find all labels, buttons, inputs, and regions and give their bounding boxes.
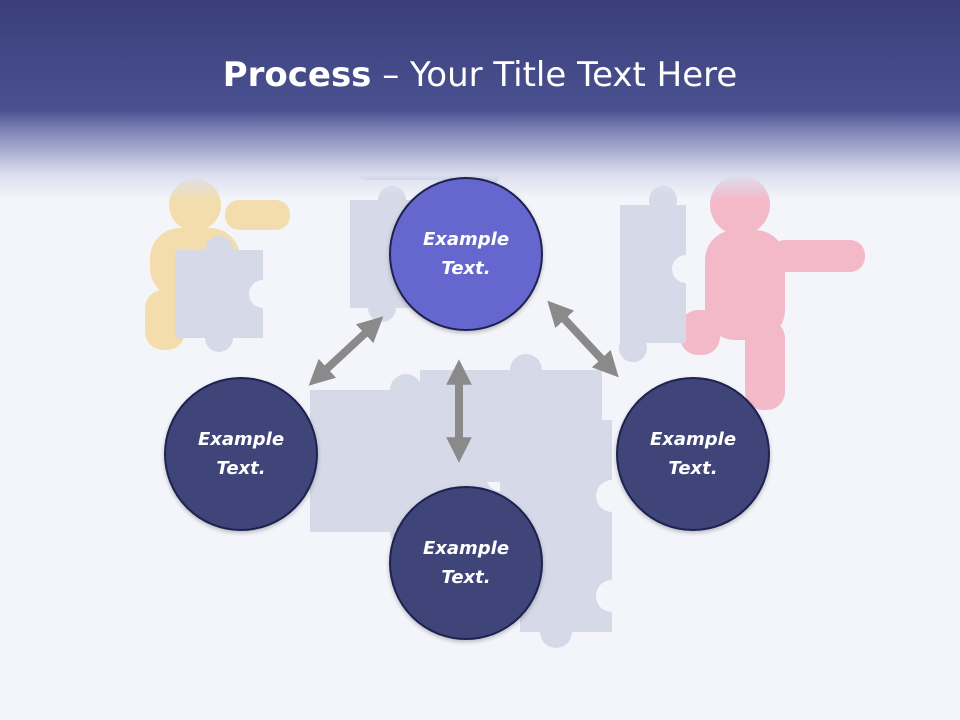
pink-figure [680, 175, 865, 410]
node-top-text: Example Text. [422, 229, 510, 279]
node-right-text: Example Text. [649, 429, 737, 479]
slide-title: Process – Your Title Text Here [0, 52, 960, 98]
title-rest: – Your Title Text Here [371, 55, 738, 95]
node-left-text: Example Text. [197, 429, 285, 479]
node-bottom-text: Example Text. [422, 538, 510, 588]
title-bold: Process [222, 55, 372, 95]
yellow-figure [145, 179, 290, 350]
process-node-right[interactable]: Example Text. [616, 377, 770, 531]
process-node-left[interactable]: Example Text. [164, 377, 318, 531]
process-node-bottom[interactable]: Example Text. [389, 486, 543, 640]
title-band: Process – Your Title Text Here [0, 0, 960, 200]
arrow-top-right [547, 300, 619, 378]
process-node-top[interactable]: Example Text. [389, 177, 543, 331]
arrow-top-left [308, 316, 384, 386]
